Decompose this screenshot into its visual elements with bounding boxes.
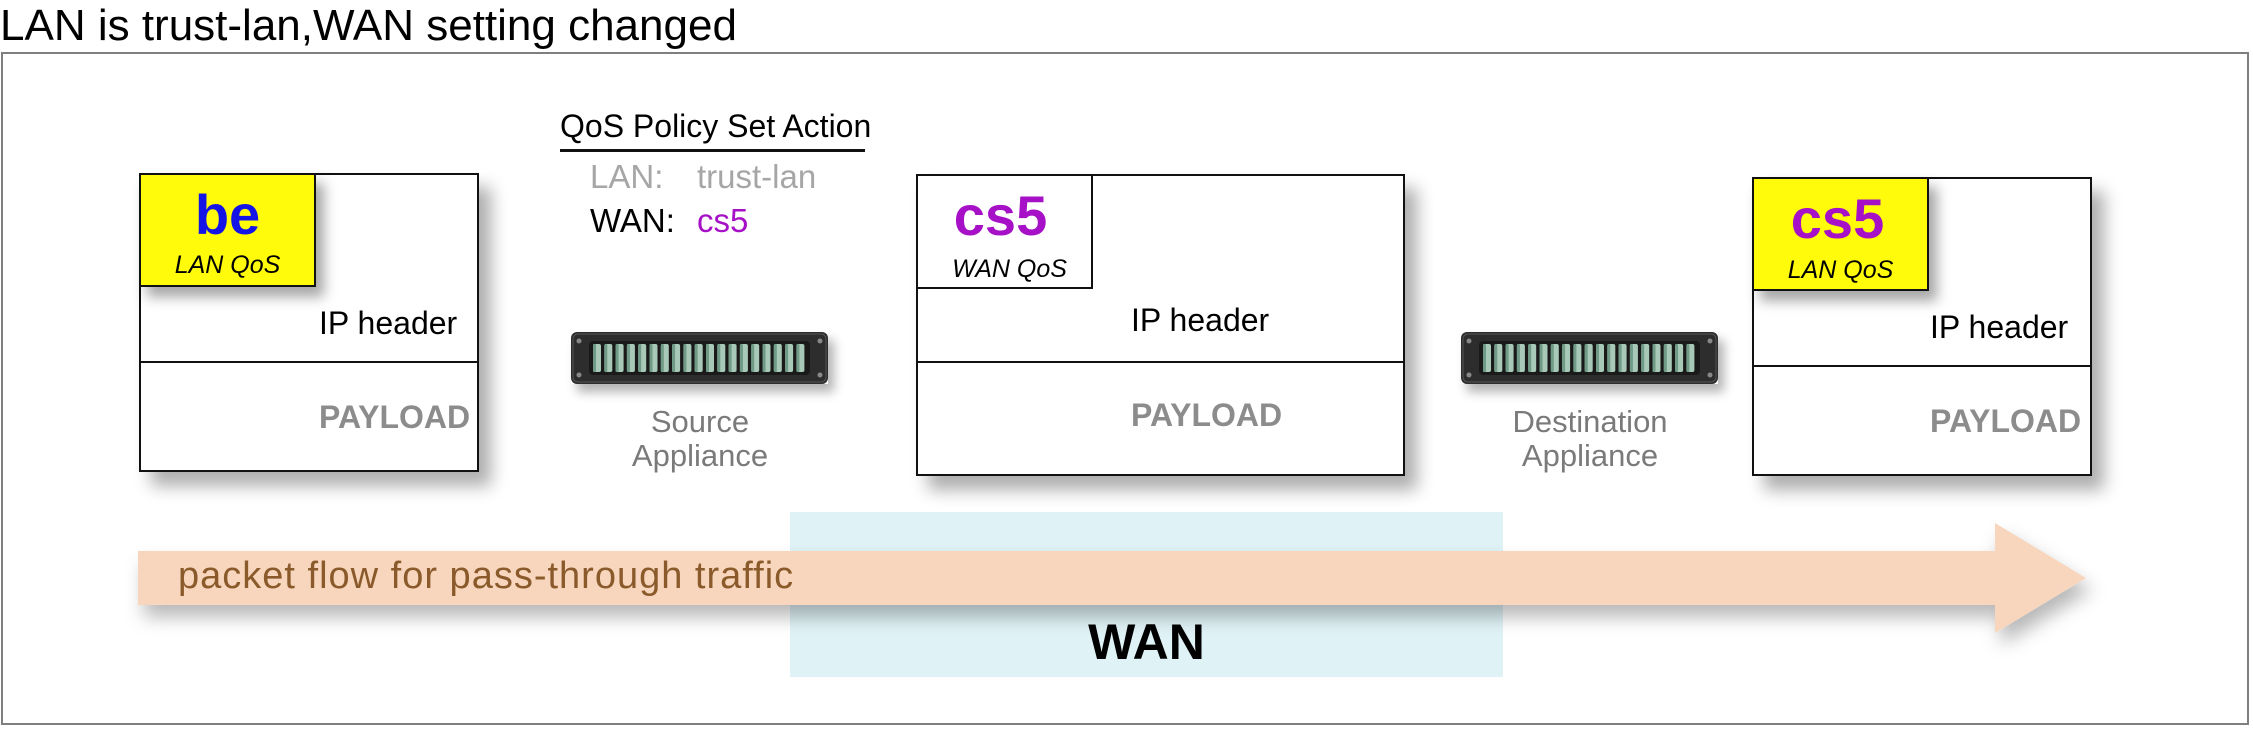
qos-value: be: [194, 183, 261, 246]
packet-source: be LAN QoS IP header PAYLOAD: [139, 173, 479, 472]
appliance-label-line: Destination: [1512, 404, 1668, 439]
wan-zone-label: WAN: [1088, 614, 1205, 670]
appliance-label-line: Appliance: [1521, 438, 1659, 473]
flow-arrow-shape: [138, 523, 2086, 633]
policy-heading: QoS Policy Set Action: [560, 108, 872, 144]
policy-key: WAN:: [590, 202, 675, 239]
policy-heading-underline: [560, 149, 865, 152]
destination-appliance-label: Destination Appliance: [1490, 405, 1690, 473]
source-appliance-label: Source Appliance: [600, 405, 800, 473]
policy-value: cs5: [697, 202, 749, 239]
qos-caption: WAN QoS: [952, 255, 1067, 283]
packet-destination: cs5 LAN QoS IP header PAYLOAD: [1752, 177, 2092, 476]
ip-header-label: IP header: [1930, 309, 2069, 345]
payload-label: PAYLOAD: [1131, 397, 1283, 433]
qos-caption: LAN QoS: [174, 251, 281, 279]
packet-wan: cs5 WAN QoS IP header PAYLOAD: [916, 174, 1405, 476]
policy-key: LAN:: [590, 158, 664, 195]
destination-appliance-icon: [1461, 332, 1718, 384]
qos-marking-box: be LAN QoS: [139, 173, 316, 287]
header-divider: [141, 361, 477, 363]
qos-value: cs5: [1790, 187, 1885, 250]
qos-marking-box: cs5 LAN QoS: [1752, 177, 1929, 291]
qos-value: cs5: [953, 184, 1048, 247]
payload-label: PAYLOAD: [319, 399, 471, 435]
appliance-label-line: Source: [650, 404, 750, 439]
ip-header-label: IP header: [319, 305, 458, 341]
flow-label: packet flow for pass-through traffic: [178, 555, 795, 597]
header-divider: [1754, 365, 2090, 367]
ip-header-label: IP header: [1131, 302, 1270, 338]
source-appliance-icon: [571, 332, 828, 384]
payload-label: PAYLOAD: [1930, 403, 2082, 439]
page-title: LAN is trust-lan,WAN setting changed: [0, 1, 737, 50]
qos-caption: LAN QoS: [1787, 256, 1894, 284]
diagram-frame: [1, 52, 2249, 725]
policy-value: trust-lan: [697, 158, 817, 195]
qos-marking-box: cs5 WAN QoS: [916, 174, 1093, 289]
appliance-label-line: Appliance: [631, 438, 769, 473]
header-divider: [918, 361, 1403, 363]
